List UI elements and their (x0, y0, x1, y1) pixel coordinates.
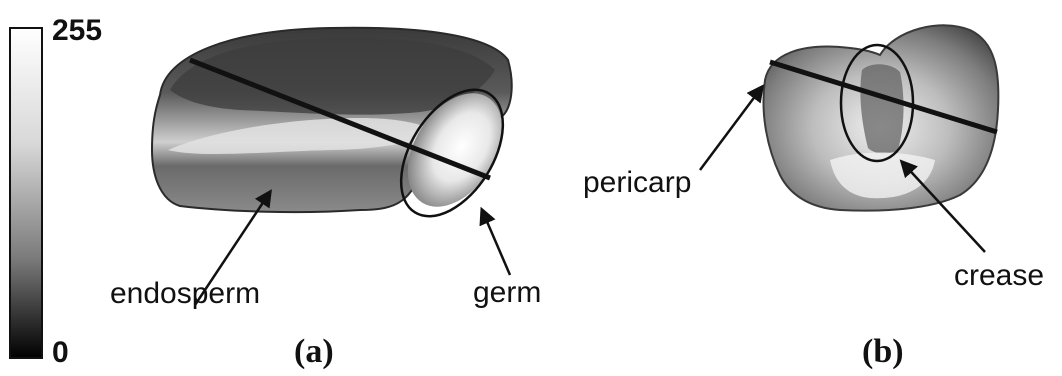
crease-label: crease (954, 259, 1044, 292)
colorbar-min-label: 0 (52, 336, 69, 369)
crease-interior (860, 64, 903, 153)
colorbar: 255 0 (10, 14, 102, 369)
panel-b: pericarp crease (b) (583, 25, 1044, 370)
germ-label: germ (473, 276, 541, 309)
pericarp-label: pericarp (583, 166, 691, 199)
panel-b-caption: (b) (862, 333, 904, 370)
colorbar-gradient (10, 28, 42, 358)
colorbar-max-label: 255 (52, 14, 102, 47)
panel-a-caption: (a) (294, 333, 334, 370)
germ-arrow (482, 210, 510, 275)
panel-a: endosperm germ (a) (110, 28, 541, 370)
pericarp-arrow (700, 87, 762, 170)
endosperm-label: endosperm (110, 277, 260, 310)
